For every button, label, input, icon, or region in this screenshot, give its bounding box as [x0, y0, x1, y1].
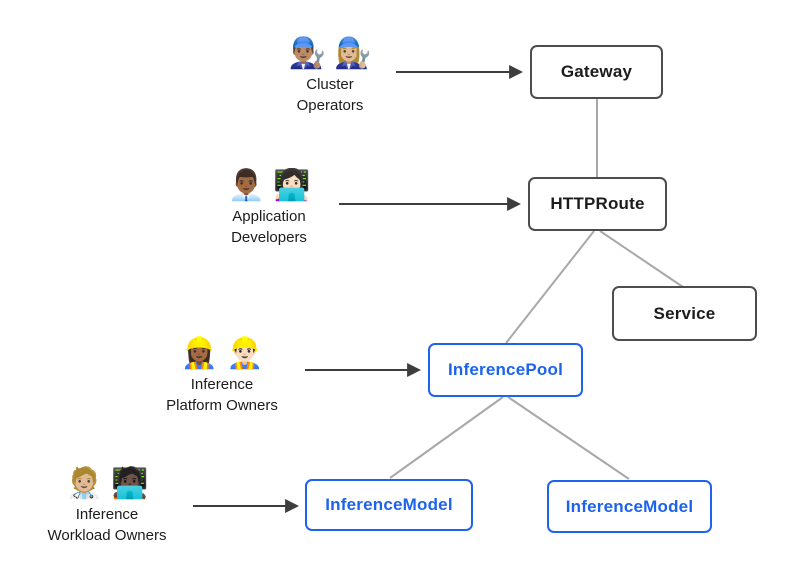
- cluster-operators-emoji: 👨🏽‍🔧 👩🏼‍🔧: [288, 37, 372, 70]
- node-inferencemodel-left-label: InferenceModel: [325, 495, 453, 514]
- persona-application-developers: 👨🏾‍💼 👩🏻‍💻 Application Developers: [169, 166, 369, 248]
- cluster-operators-label-line2: Operators: [296, 97, 364, 114]
- node-gateway-label: Gateway: [560, 62, 633, 81]
- inference-workload-owners-label-line2: Workload Owners: [47, 527, 167, 544]
- persona-inference-platform-owners: 👷🏾‍♀️ 👷🏻‍♂️ Inference Platform Owners: [122, 334, 322, 416]
- node-gateway: Gateway: [530, 45, 663, 99]
- application-developers-label-line2: Developers: [231, 229, 307, 246]
- edge-inferencepool-inferencemodel-right: [507, 396, 630, 480]
- node-httproute: HTTPRoute: [528, 177, 667, 231]
- node-inferencemodel-right: InferenceModel: [547, 480, 712, 533]
- persona-inference-workload-owners: 🧑🏼‍⚕️ 🧑🏿‍💻 Inference Workload Owners: [7, 464, 207, 546]
- inference-platform-owners-emoji: 👷🏾‍♀️ 👷🏻‍♂️: [180, 337, 264, 370]
- inference-platform-owners-label-line1: Inference: [190, 376, 254, 393]
- node-inferencemodel-right-label: InferenceModel: [565, 496, 694, 516]
- edge-httproute-inferencepool: [505, 230, 595, 344]
- node-httproute-label: HTTPRoute: [550, 194, 645, 213]
- edge-inferencepool-inferencemodel-left: [389, 396, 504, 479]
- edge-httproute-service: [599, 230, 684, 288]
- node-inferencepool-label: InferencePool: [447, 360, 564, 379]
- inference-platform-owners-label-line2: Platform Owners: [166, 397, 278, 414]
- application-developers-emoji: 👨🏾‍💼 👩🏻‍💻: [227, 169, 311, 202]
- node-inferencepool: InferencePool: [428, 343, 583, 397]
- node-service-label: Service: [653, 303, 716, 323]
- inference-workload-owners-label-line1: Inference: [75, 506, 139, 523]
- application-developers-label-line1: Application: [232, 208, 306, 225]
- inference-workload-owners-emoji: 🧑🏼‍⚕️ 🧑🏿‍💻: [65, 467, 149, 500]
- node-inferencemodel-left: InferenceModel: [305, 479, 473, 531]
- node-service: Service: [612, 286, 757, 341]
- cluster-operators-label-line1: Cluster: [306, 76, 354, 93]
- persona-cluster-operators: 👨🏽‍🔧 👩🏼‍🔧 Cluster Operators: [230, 34, 430, 116]
